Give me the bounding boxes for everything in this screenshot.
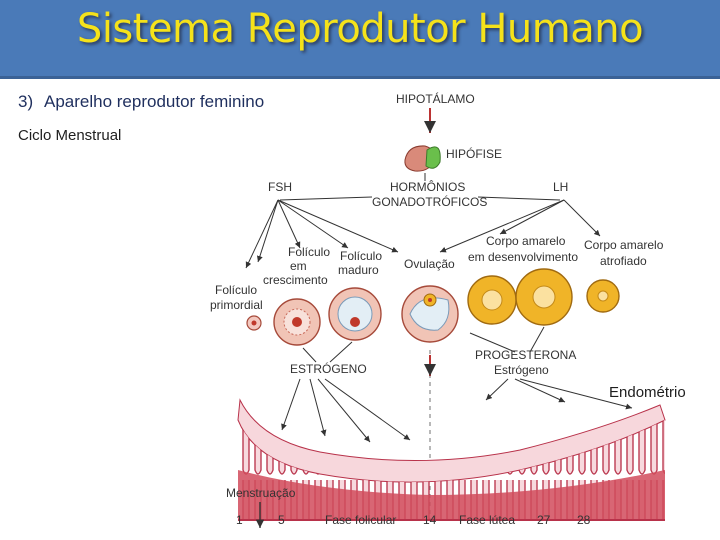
fsh-label: FSH (268, 180, 292, 194)
ovulacao-label: Ovulação (404, 257, 455, 271)
day-14-label: 14 (423, 513, 437, 527)
estrogeno-small-label: Estrógeno (494, 363, 549, 377)
foliculo-crescimento-label-2: em (290, 259, 307, 273)
hormone-to-endometrium-arrows (282, 327, 632, 442)
foliculo-maduro-label-1: Folículo (340, 249, 382, 263)
foliculo-maduro-label-2: maduro (338, 263, 379, 277)
corpo-desenvolvimento-label-2: em desenvolvimento (468, 250, 578, 264)
foliculo-maduro-icon (329, 288, 381, 340)
menstruacao-label: Menstruação (226, 486, 296, 500)
corpo-atrofiado-label-2: atrofiado (600, 254, 647, 268)
fase-lutea-label: Fase lútea (459, 513, 515, 527)
hipotalamo-label: HIPOTÁLAMO (396, 91, 475, 106)
ovulacao-icon (402, 286, 458, 342)
foliculo-crescimento-icon (274, 299, 320, 345)
corpo-amarelo-1-icon (468, 276, 516, 324)
corpo-atrofiado-label-1: Corpo amarelo (584, 238, 664, 252)
day-28-label: 28 (577, 513, 591, 527)
hipofise-label: HIPÓFISE (446, 146, 502, 161)
foliculo-crescimento-label-3: crescimento (263, 273, 328, 287)
foliculo-crescimento-label-1: Folículo (288, 245, 330, 259)
hormonios-label-1: HORMÔNIOS (390, 179, 465, 194)
foliculo-primordial-icon (247, 316, 261, 330)
hormonios-label-2: GONADOTRÓFICOS (372, 194, 487, 209)
day-1-label: 1 (236, 513, 243, 527)
endometrio-illustration (238, 400, 665, 520)
day-27-label: 27 (537, 513, 551, 527)
corpo-desenvolvimento-label-1: Corpo amarelo (486, 234, 566, 248)
day-5-label: 5 (278, 513, 285, 527)
progesterona-label: PROGESTERONA (475, 348, 576, 362)
fase-folicular-label: Fase folicular (325, 513, 396, 527)
corpo-amarelo-atrofiado-icon (587, 280, 619, 312)
hipofise-icon (405, 146, 440, 171)
estrogeno-label: ESTRÓGENO (290, 361, 367, 376)
foliculo-primordial-label-2: primordial (210, 298, 263, 312)
corpo-amarelo-2-icon (516, 269, 572, 325)
foliculo-primordial-label-1: Folículo (215, 283, 257, 297)
lh-label: LH (553, 180, 568, 194)
